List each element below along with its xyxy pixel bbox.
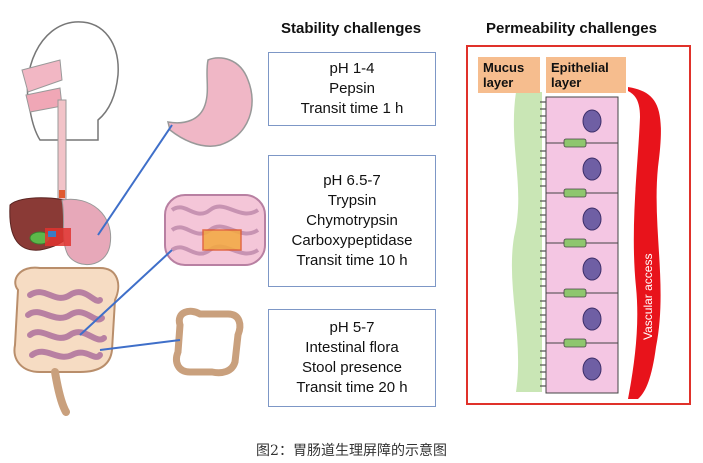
esophagus <box>57 99 67 201</box>
microvilli <box>540 101 546 387</box>
box-line: Pepsin <box>329 80 375 97</box>
permeability-heading: Permeability challenges <box>486 20 657 37</box>
box-line: Chymotrypsin <box>306 212 398 229</box>
box-line: pH 6.5-7 <box>323 172 381 189</box>
connector-stomach <box>97 124 173 236</box>
gi-tract-illustration <box>9 21 266 416</box>
box-line: Transit time 10 h <box>296 252 408 269</box>
box-line: Stool presence <box>301 359 403 376</box>
small-intestine <box>25 289 107 360</box>
colon-challenges-box: pH 5-7 Intestinal flora Stool presence T… <box>268 309 436 407</box>
blood-vessel <box>628 87 661 399</box>
vascular-access-label: Vascular access <box>641 253 655 340</box>
mucus-layer-label: Mucus layer <box>478 57 540 93</box>
box-line: Transit time 20 h <box>296 379 408 396</box>
connector-colon <box>99 339 181 351</box>
stomach-challenges-box: pH 1-4 Pepsin Transit time 1 h <box>268 52 436 126</box>
small-intestine-challenges-box: pH 6.5-7 Trypsin Chymotrypsin Carboxypep… <box>268 155 436 287</box>
absorption-highlight <box>202 229 242 251</box>
stomach-detail <box>166 57 253 147</box>
box-line: Trypsin <box>327 192 377 209</box>
colon-detail <box>173 307 244 377</box>
cell-nuclei <box>582 109 602 381</box>
box-line: pH 1-4 <box>329 60 375 77</box>
epithelial-layer-label: Epithelial layer <box>546 57 626 93</box>
rectum <box>51 368 70 416</box>
stability-heading: Stability challenges <box>281 20 422 37</box>
figure-caption: 图2：胃肠道生理屏障的示意图 <box>256 443 447 459</box>
head-outline <box>26 21 119 141</box>
box-line: Carboxypeptidase <box>291 232 413 249</box>
epithelial-cells <box>545 96 619 394</box>
tight-junctions <box>563 138 587 348</box>
connector-small-intestine <box>79 249 173 336</box>
box-line: Transit time 1 h <box>300 100 404 117</box>
box-line: pH 5-7 <box>329 319 375 336</box>
box-line: Intestinal flora <box>305 339 399 356</box>
nasal-cavity <box>21 59 63 93</box>
permeability-frame <box>466 45 691 405</box>
mucus-layer <box>511 92 542 392</box>
epithelium-illustration <box>511 87 661 399</box>
